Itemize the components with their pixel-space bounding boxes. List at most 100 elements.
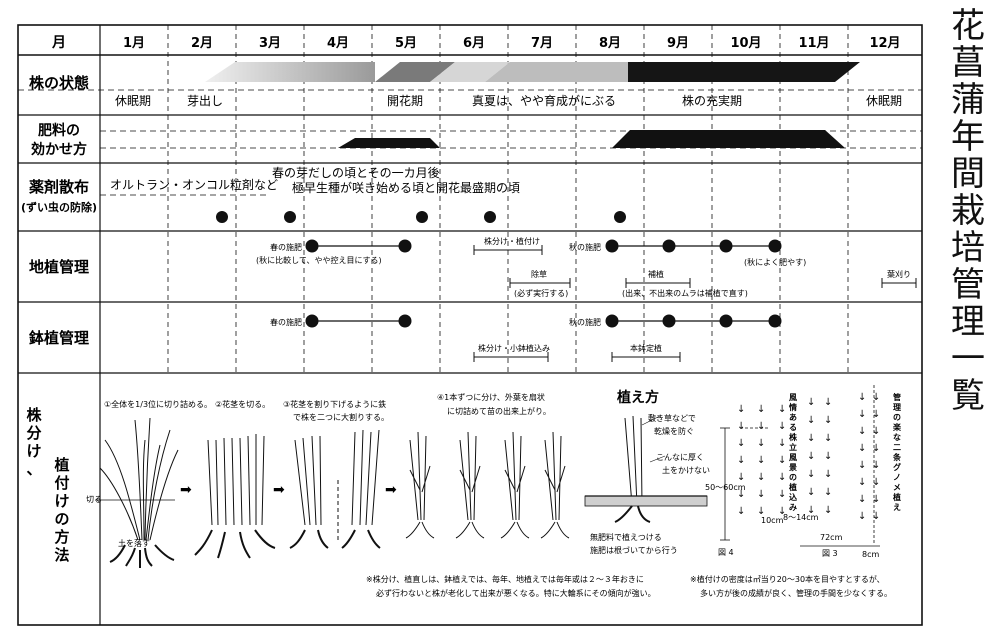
plant-mark: ↓	[807, 505, 815, 516]
planting-deep-2: 土をかけない	[662, 465, 710, 475]
note-right-2: 多い方が後の成績が良く、管理の手間を少なくする。	[700, 588, 892, 598]
ground-autumn-dot	[605, 239, 619, 253]
month-label: 11月	[798, 36, 829, 51]
illustration-planting	[584, 415, 708, 523]
month-label: 10月	[730, 36, 761, 51]
fig-4-caption: 図 4	[718, 548, 734, 557]
method-step-2: ②花茎を切る。	[215, 399, 270, 409]
plant-mark: ↓	[737, 489, 745, 500]
plant-mark: ↓	[872, 494, 880, 505]
state-note-dormant-end: 休眠期	[866, 94, 902, 108]
pot-spring-fert: 春の施肥	[270, 317, 302, 327]
row-label-spray: 薬剤散布	[28, 178, 89, 196]
plant-mark: ↓	[858, 511, 866, 522]
state-note-dormant: 休眠期	[115, 94, 151, 108]
plant-mark: ↓	[824, 505, 832, 516]
fertilizer-band-autumn	[612, 130, 845, 148]
planting-fert-1: 無肥料で植えつける	[590, 532, 662, 542]
fig-3-vertical-caption: 管理の楽な二条グノメ植え	[892, 392, 902, 512]
ground-weeding: 除草	[531, 269, 547, 279]
spray-timing-1: 春の芽だしの頃とその一カ月後	[272, 166, 440, 180]
illustration-seedlings	[405, 431, 570, 539]
row-label-method: 植付けの方法 株分け、	[26, 406, 69, 564]
pot-autumn-dot	[719, 314, 733, 328]
fig-3-width: 8cm	[862, 550, 879, 559]
plant-mark: ↓	[824, 433, 832, 444]
plant-mark: ↓	[778, 404, 786, 415]
plant-mark: ↓	[872, 392, 880, 403]
pot-autumn-dot	[662, 314, 676, 328]
page-title: 花菖蒲年間栽培管理一覧	[951, 6, 985, 416]
ground-autumn-fert: 秋の施肥	[569, 242, 601, 252]
plant-mark: ↓	[872, 511, 880, 522]
planting-deep-1: こんなに厚く	[656, 453, 704, 462]
arrow-icon: ➡	[273, 482, 285, 498]
ground-spring-dot	[398, 239, 412, 253]
plant-mark: ↓	[872, 409, 880, 420]
state-band-sprouting	[205, 62, 375, 82]
plant-mark: ↓	[737, 438, 745, 449]
ground-divide: 株分け・植付け	[484, 236, 540, 246]
plant-mark: ↓	[858, 443, 866, 454]
method-soil-label: 土を落す	[118, 538, 150, 548]
plant-mark: ↓	[778, 506, 786, 517]
ground-autumn-dot	[719, 239, 733, 253]
illustration-whole-plant	[96, 417, 179, 568]
ground-autumn-dot	[768, 239, 782, 253]
ground-spring-dot	[305, 239, 319, 253]
arrow-icon: ➡	[385, 482, 397, 498]
month-label: 9月	[667, 36, 689, 51]
pot-repot: 本鉢定植	[630, 343, 662, 353]
fig-spacing-small: 10cm	[761, 516, 784, 525]
plant-mark: ↓	[757, 438, 765, 449]
plant-mark: ↓	[858, 477, 866, 488]
pot-autumn-dot	[768, 314, 782, 328]
pot-autumn-fert: 秋の施肥	[569, 317, 601, 327]
ground-leaf-cut: 葉刈り	[887, 269, 911, 279]
row-label-pot: 鉢植管理	[29, 329, 89, 347]
plant-mark: ↓	[757, 506, 765, 517]
plant-mark: ↓	[824, 415, 832, 426]
note-left-1: ※株分け、植直しは、鉢植えでは、毎年、地植えでは毎年或は２～３年おきに	[366, 574, 644, 584]
seedling	[405, 431, 435, 539]
month-label: 8月	[599, 36, 621, 51]
state-note-maturity: 株の充実期	[682, 93, 742, 108]
month-label: 7月	[531, 36, 553, 51]
ground-replant-note: (出来、不出来のムラは補植で直す)	[622, 288, 748, 298]
month-label: 1月	[123, 36, 145, 51]
plant-mark: ↓	[757, 421, 765, 432]
row-label-fertilizer-1: 肥料の	[38, 122, 80, 139]
ground-spring-note: (秋に比較して、やや控え目にする)	[256, 255, 382, 265]
planting-mulch-2: 乾燥を防ぐ	[654, 426, 694, 436]
fertilizer-bands	[338, 130, 845, 148]
ground-autumn-note: (秋によく肥やす)	[744, 257, 806, 267]
arrow-icon: ➡	[180, 482, 192, 498]
month-label: 6月	[463, 36, 485, 51]
spray-timing-2: 極早生種が咲き始める頃と開花最盛期の頃	[292, 180, 520, 195]
fig-3-dim: 72cm	[820, 533, 843, 542]
fig-4-vertical-caption: 風情ある株立風景の植込み	[788, 393, 798, 512]
plant-mark: ↓	[872, 460, 880, 471]
planting-fert-2: 施肥は根づいてから行う	[590, 545, 678, 555]
spray-product: オルトラン・オンコル粒剤など	[110, 177, 278, 192]
plant-mark: ↓	[807, 433, 815, 444]
plant-mark: ↓	[807, 469, 815, 480]
state-band-summer-2	[485, 62, 628, 82]
month-label: 3月	[259, 36, 281, 51]
plant-mark: ↓	[872, 443, 880, 454]
method-step-1: ①全体を1/3位に切り詰める。	[104, 399, 212, 409]
plant-mark: ↓	[858, 460, 866, 471]
plant-mark: ↓	[858, 392, 866, 403]
ground-management-marks	[305, 239, 917, 288]
method-step-4b: に切詰めて苗の出来上がり。	[447, 406, 551, 416]
plant-mark: ↓	[858, 409, 866, 420]
plant-mark: ↓	[872, 477, 880, 488]
spray-dot	[614, 211, 626, 223]
note-left-2: 必ず行わないと株が老化して出来が悪くなる。特に大輪系にその傾向が強い。	[376, 588, 656, 598]
pot-spring-dot	[398, 314, 412, 328]
method-step-3b: で株を二つに大割りする。	[293, 412, 389, 422]
plant-mark: ↓	[757, 404, 765, 415]
state-band-maturity	[628, 62, 860, 82]
